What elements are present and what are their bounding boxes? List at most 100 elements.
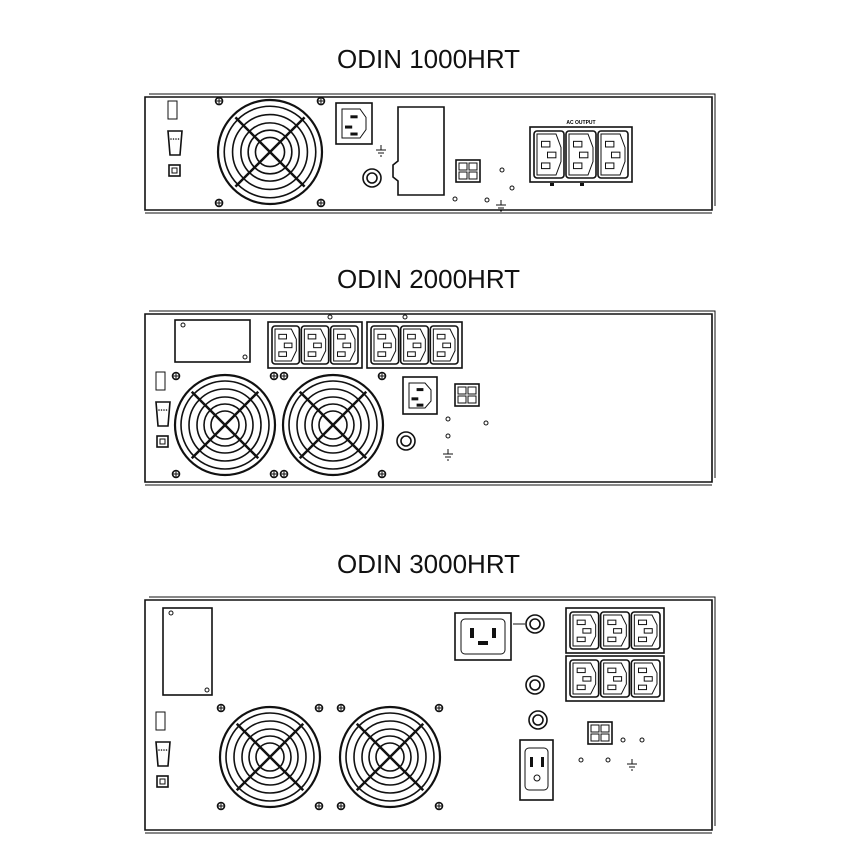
model-title-2000hrt: ODIN 2000HRT bbox=[336, 264, 521, 294]
fan-screw-icon bbox=[279, 469, 289, 479]
model-title-3000hrt: ODIN 3000HRT bbox=[336, 549, 521, 579]
outlet-group bbox=[267, 321, 363, 369]
outlet-c13-icon bbox=[599, 611, 631, 650]
outlet-group bbox=[565, 655, 665, 702]
usb-port-icon bbox=[168, 164, 181, 177]
cooling-fan-icon bbox=[216, 703, 324, 811]
outlet-group bbox=[366, 321, 463, 369]
screw-hole bbox=[605, 757, 611, 763]
epo-terminal-icon bbox=[455, 159, 481, 183]
usb-port-icon bbox=[156, 435, 169, 448]
fan-screw-icon bbox=[434, 703, 444, 713]
dry-contact-terminal-icon bbox=[155, 371, 166, 391]
snmp-card-slot-icon bbox=[174, 319, 251, 363]
model-title-1000hrt: ODIN 1000HRT bbox=[336, 44, 521, 74]
ac-input-inlet-icon bbox=[335, 102, 373, 145]
fuse-icon bbox=[580, 183, 584, 186]
fan-screw-icon bbox=[316, 96, 326, 106]
fan-screw-icon bbox=[214, 198, 224, 208]
fan-screw-icon bbox=[214, 96, 224, 106]
chassis bbox=[144, 310, 716, 486]
outlet-c13-icon bbox=[599, 659, 631, 698]
cooling-fan-icon bbox=[214, 96, 326, 208]
screw-hole bbox=[327, 314, 333, 320]
communication-ports bbox=[155, 371, 171, 448]
outlet-c13-icon bbox=[569, 611, 600, 650]
fan-screw-icon bbox=[216, 801, 226, 811]
fan-screw-icon bbox=[216, 703, 226, 713]
ground-icon bbox=[443, 449, 453, 461]
ac-input-inlet-icon bbox=[402, 376, 438, 415]
screw-hole bbox=[180, 322, 186, 328]
screw-hole bbox=[483, 420, 489, 426]
circuit-breaker-icon bbox=[362, 168, 382, 188]
fan-screw-icon bbox=[377, 469, 387, 479]
fan-screw-icon bbox=[336, 703, 346, 713]
outlet-group bbox=[565, 607, 665, 654]
circuit-breaker-icon bbox=[525, 675, 545, 695]
circuit-breaker-icon bbox=[528, 710, 548, 730]
screw-hole bbox=[578, 757, 584, 763]
cooling-fan-icon bbox=[336, 703, 444, 811]
screw-hole bbox=[620, 737, 626, 743]
screw-hole bbox=[509, 185, 515, 191]
fan-screw-icon bbox=[314, 703, 324, 713]
dry-contact-terminal-icon bbox=[155, 711, 166, 731]
cooling-fan-icon bbox=[171, 371, 279, 479]
outlet-c13-icon bbox=[271, 325, 301, 365]
fan-screw-icon bbox=[377, 371, 387, 381]
chassis bbox=[144, 596, 716, 834]
outlet-c13-icon bbox=[630, 611, 661, 650]
outlet-c13-icon bbox=[565, 130, 597, 179]
screw-hole bbox=[452, 196, 458, 202]
fan-screw-icon bbox=[269, 371, 279, 381]
outlet-group bbox=[529, 126, 633, 183]
epo-terminal-icon bbox=[454, 383, 480, 407]
fan-screw-icon bbox=[269, 469, 279, 479]
circuit-breaker-icon bbox=[525, 614, 545, 634]
fan-screw-icon bbox=[314, 801, 324, 811]
communication-ports bbox=[155, 711, 171, 788]
screw-hole bbox=[242, 354, 248, 360]
ground-icon bbox=[627, 759, 637, 771]
fan-screw-icon bbox=[434, 801, 444, 811]
indicator bbox=[499, 167, 505, 173]
fan-screw-icon bbox=[171, 371, 181, 381]
outlet-c13-icon bbox=[533, 130, 565, 179]
usb-port-icon bbox=[156, 775, 169, 788]
outlet-c13-icon bbox=[370, 325, 400, 365]
outlet-c13-icon bbox=[429, 325, 459, 365]
nema-outlet-icon bbox=[519, 739, 554, 801]
ac-output-label: AC OUTPUT bbox=[566, 120, 595, 126]
ground-icon bbox=[496, 200, 506, 212]
screw-hole bbox=[484, 197, 490, 203]
communication-ports bbox=[167, 100, 183, 177]
fan-screw-icon bbox=[171, 469, 181, 479]
fan-screw-icon bbox=[279, 371, 289, 381]
screw-hole bbox=[168, 610, 174, 616]
dry-contact-terminal-icon bbox=[167, 100, 178, 120]
epo-terminal-icon bbox=[587, 721, 613, 745]
cooling-fan-icon bbox=[279, 371, 387, 479]
fan-screw-icon bbox=[336, 801, 346, 811]
ac-input-inlet-c20-icon bbox=[454, 612, 512, 661]
outlet-c13-icon bbox=[630, 659, 661, 698]
serial-port-icon bbox=[155, 741, 171, 767]
outlet-c13-icon bbox=[399, 325, 430, 365]
fuse-icon bbox=[550, 183, 554, 186]
outlet-c13-icon bbox=[597, 130, 629, 179]
screw-hole bbox=[445, 416, 451, 422]
snmp-card-slot-icon bbox=[392, 106, 445, 196]
outlet-c13-icon bbox=[300, 325, 330, 365]
outlet-c13-icon bbox=[569, 659, 600, 698]
screw-hole bbox=[402, 314, 408, 320]
serial-port-icon bbox=[167, 130, 183, 156]
ground-icon bbox=[376, 145, 386, 157]
screw-hole bbox=[445, 433, 451, 439]
screw-hole bbox=[639, 737, 645, 743]
serial-port-icon bbox=[155, 401, 171, 427]
outlet-c13-icon bbox=[329, 325, 359, 365]
fan-screw-icon bbox=[316, 198, 326, 208]
circuit-breaker-icon bbox=[396, 431, 416, 451]
